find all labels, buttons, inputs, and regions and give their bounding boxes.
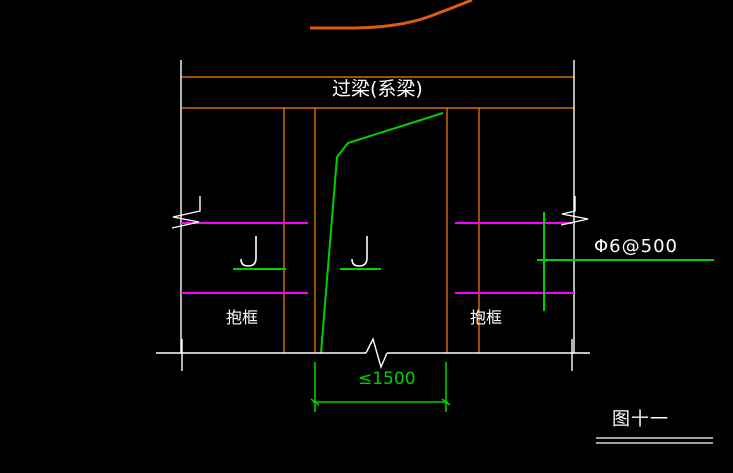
- opening-width-dimension-label: ≤1500: [358, 369, 416, 389]
- frame-label-right: 抱框: [470, 308, 503, 327]
- joint-hook-left-icon: [240, 236, 257, 267]
- lintel-title-label: 过梁(系梁): [332, 78, 423, 100]
- rebar-spec-label: Φ6@500: [594, 236, 678, 257]
- frame-label-left: 抱框: [226, 308, 259, 327]
- break-symbol-right: [560, 196, 589, 226]
- break-symbol-left: [171, 196, 201, 229]
- orange-curve-fragment: [310, 0, 473, 30]
- figure-caption-label: 图十一: [612, 409, 669, 430]
- joint-hook-right-icon: [351, 236, 368, 267]
- dim-tick-left: [310, 398, 320, 406]
- dim-tick-right: [441, 398, 451, 406]
- baseline-break-symbol: [365, 337, 388, 370]
- green-diagonal-crack: [320, 112, 444, 354]
